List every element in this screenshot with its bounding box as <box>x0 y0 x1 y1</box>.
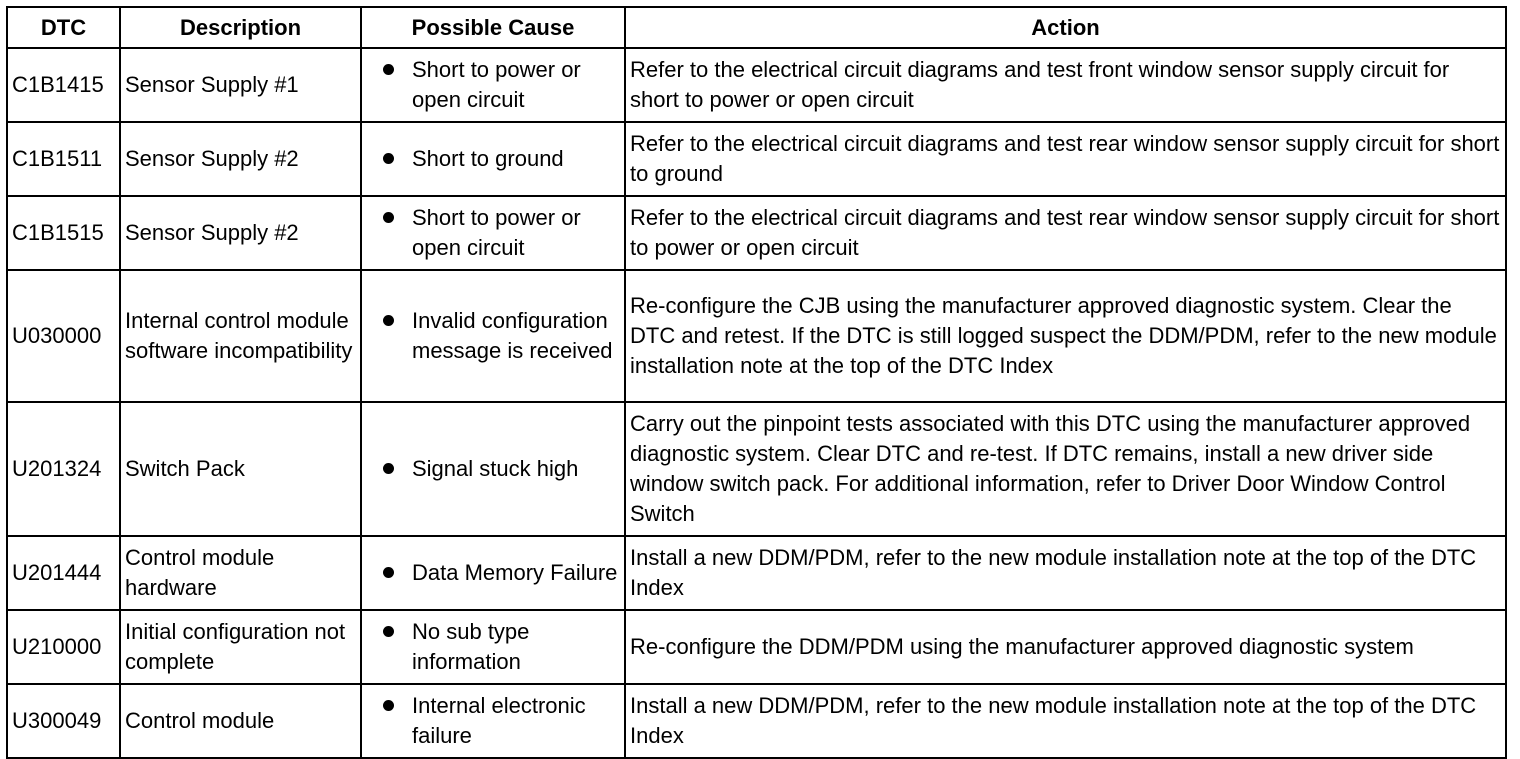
header-description: Description <box>119 6 362 49</box>
table-row: U030000 Internal control module software… <box>6 269 1507 403</box>
description-cell: Switch Pack <box>119 401 362 537</box>
dtc-table: DTC Description Possible Cause Action C1… <box>6 6 1507 759</box>
dtc-code: U201444 <box>6 535 121 611</box>
bullet-icon <box>366 454 394 484</box>
header-dtc: DTC <box>6 6 121 49</box>
description-cell: Control module hardware <box>119 535 362 611</box>
cause-cell: Invalid configuration message is receive… <box>360 269 626 403</box>
cause-cell: Short to ground <box>360 121 626 197</box>
bullet-icon <box>366 55 394 85</box>
cause-cell: No sub type information <box>360 609 626 685</box>
header-row: DTC Description Possible Cause Action <box>6 6 1507 49</box>
action-cell: Install a new DDM/PDM, refer to the new … <box>624 535 1507 611</box>
table-row: U210000 Initial configuration not comple… <box>6 609 1507 685</box>
cause-cell: Short to power or open circuit <box>360 195 626 271</box>
action-cell: Refer to the electrical circuit diagrams… <box>624 195 1507 271</box>
cause-text: Short to power or open circuit <box>412 205 581 260</box>
description-cell: Internal control module software incompa… <box>119 269 362 403</box>
cause-cell: Data Memory Failure <box>360 535 626 611</box>
cause-cell: Internal electronic failure <box>360 683 626 759</box>
description-cell: Sensor Supply #2 <box>119 121 362 197</box>
dtc-code: C1B1515 <box>6 195 121 271</box>
description-cell: Sensor Supply #1 <box>119 47 362 123</box>
bullet-icon <box>366 203 394 233</box>
description-cell: Control module <box>119 683 362 759</box>
action-cell: Re-configure the CJB using the manufactu… <box>624 269 1507 403</box>
description-cell: Initial configuration not complete <box>119 609 362 685</box>
bullet-icon <box>366 144 394 174</box>
action-cell: Install a new DDM/PDM, refer to the new … <box>624 683 1507 759</box>
table-row: C1B1515 Sensor Supply #2 Short to power … <box>6 195 1507 271</box>
table-row: U201444 Control module hardware Data Mem… <box>6 535 1507 611</box>
dtc-code: U210000 <box>6 609 121 685</box>
dtc-code: U030000 <box>6 269 121 403</box>
cause-text: Data Memory Failure <box>412 560 618 585</box>
action-cell: Refer to the electrical circuit diagrams… <box>624 121 1507 197</box>
bullet-icon <box>366 691 394 721</box>
bullet-icon <box>366 558 394 588</box>
action-cell: Carry out the pinpoint tests associated … <box>624 401 1507 537</box>
header-possible-cause: Possible Cause <box>360 6 626 49</box>
cause-text: Short to power or open circuit <box>412 57 581 112</box>
cause-text: Signal stuck high <box>412 456 579 481</box>
action-cell: Refer to the electrical circuit diagrams… <box>624 47 1507 123</box>
cause-text: Internal electronic failure <box>412 693 586 748</box>
dtc-code: U201324 <box>6 401 121 537</box>
bullet-icon <box>366 306 394 336</box>
cause-text: No sub type information <box>412 619 530 674</box>
cause-cell: Short to power or open circuit <box>360 47 626 123</box>
table-row: U201324 Switch Pack Signal stuck high Ca… <box>6 401 1507 537</box>
action-cell: Re-configure the DDM/PDM using the manuf… <box>624 609 1507 685</box>
cause-text: Invalid configuration message is receive… <box>412 308 613 363</box>
table-row: C1B1415 Sensor Supply #1 Short to power … <box>6 47 1507 123</box>
bullet-icon <box>366 617 394 647</box>
table-row: C1B1511 Sensor Supply #2 Short to ground… <box>6 121 1507 197</box>
dtc-code: C1B1415 <box>6 47 121 123</box>
description-cell: Sensor Supply #2 <box>119 195 362 271</box>
cause-text: Short to ground <box>412 146 564 171</box>
cause-cell: Signal stuck high <box>360 401 626 537</box>
header-action: Action <box>624 6 1507 49</box>
dtc-code: C1B1511 <box>6 121 121 197</box>
dtc-code: U300049 <box>6 683 121 759</box>
table-row: U300049 Control module Internal electron… <box>6 683 1507 759</box>
